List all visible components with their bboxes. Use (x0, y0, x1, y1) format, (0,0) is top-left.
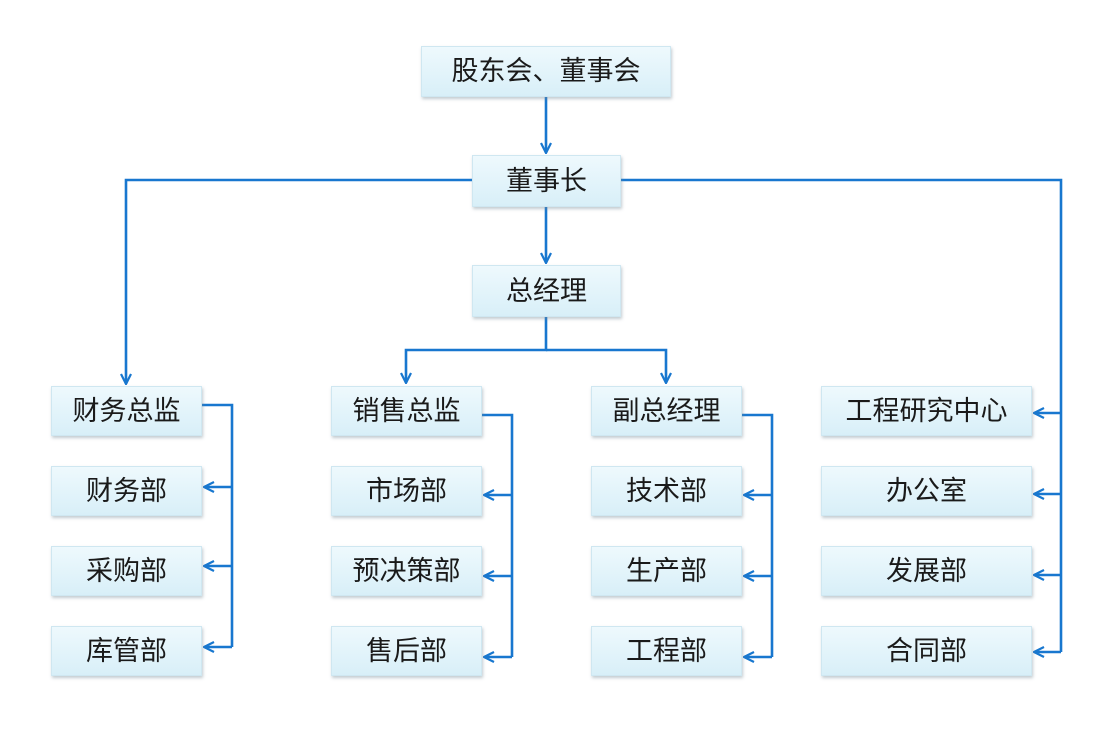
node-warehouse-dept: 库管部 (51, 626, 202, 676)
node-budget-dept: 预决策部 (331, 546, 482, 596)
node-eng-research-center: 工程研究中心 (821, 386, 1032, 436)
line-finance-bracket (202, 403, 234, 647)
node-tech-dept: 技术部 (591, 466, 742, 516)
node-finance-dept: 财务部 (51, 466, 202, 516)
node-development-dept: 发展部 (821, 546, 1032, 596)
node-finance-director: 财务总监 (51, 386, 202, 436)
node-engineering-dept: 工程部 (591, 626, 742, 676)
node-deputy-gm: 副总经理 (591, 386, 742, 436)
arrow-chairman-finance-director (126, 178, 472, 384)
node-chairman: 董事长 (472, 155, 621, 207)
node-contract-dept: 合同部 (821, 626, 1032, 676)
node-sales-director: 销售总监 (331, 386, 482, 436)
node-production-dept: 生产部 (591, 546, 742, 596)
node-purchasing-dept: 采购部 (51, 546, 202, 596)
arrow-gm-deputy (546, 348, 666, 383)
line-deputy-bracket (742, 413, 774, 657)
node-general-manager: 总经理 (472, 265, 621, 317)
node-market-dept: 市场部 (331, 466, 482, 516)
node-shareholders-board: 股东会、董事会 (421, 46, 671, 97)
line-sales-bracket (482, 413, 514, 657)
node-office: 办公室 (821, 466, 1032, 516)
line-gm-split (406, 317, 548, 383)
node-after-sales-dept: 售后部 (331, 626, 482, 676)
